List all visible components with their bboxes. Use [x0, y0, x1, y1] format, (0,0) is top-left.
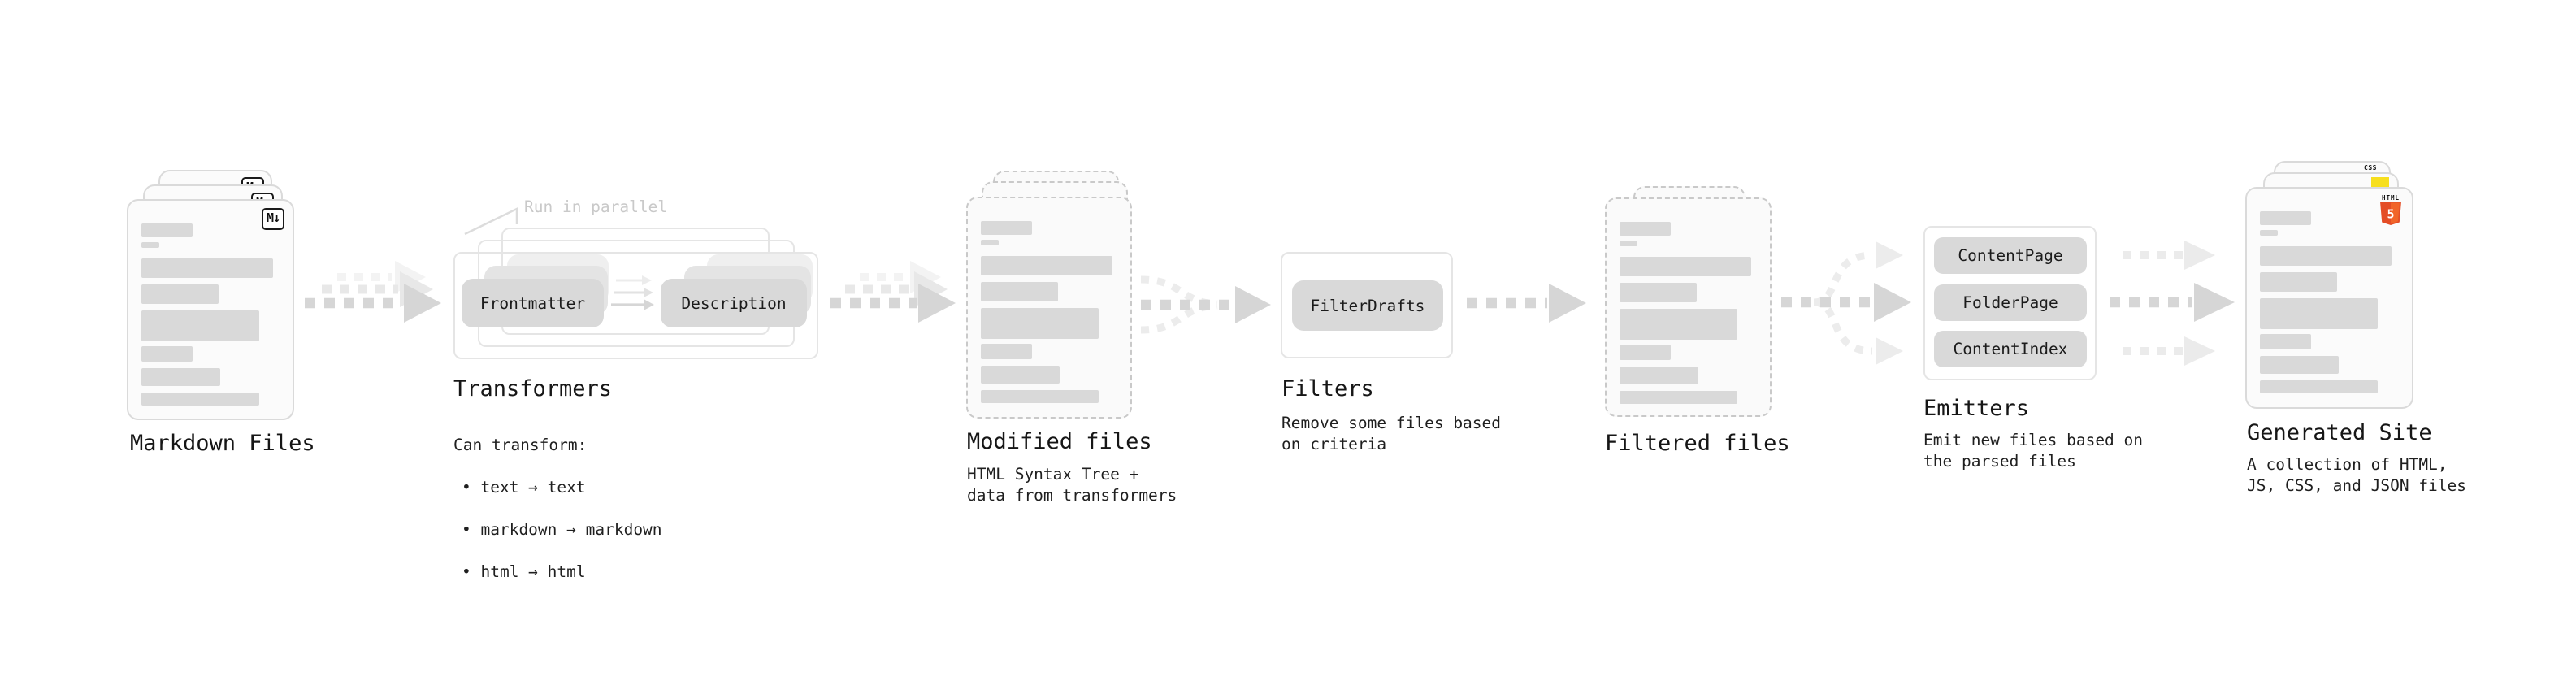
- generated-file-content: [2247, 189, 2412, 407]
- placeholder-bar: [1620, 309, 1737, 340]
- generated-site-description: A collection of HTML, JS, CSS, and JSON …: [2247, 455, 2467, 495]
- modified-to-filters-arrow: [1140, 275, 1271, 334]
- placeholder-bar: [141, 310, 259, 341]
- transformers-description: Can transform: • text → text • markdown …: [453, 414, 662, 604]
- transform-bullet: • markdown → markdown: [462, 520, 662, 539]
- emitters-to-generated-arrow: [2110, 241, 2235, 366]
- markdown-files-label: Markdown Files: [130, 431, 315, 456]
- placeholder-bar: [981, 282, 1058, 301]
- placeholder-bar: [1620, 367, 1698, 384]
- filtered-file-card-front: [1605, 197, 1772, 417]
- placeholder-bar: [2260, 380, 2378, 393]
- placeholder-bar: [981, 256, 1112, 275]
- placeholder-bar: [141, 242, 159, 248]
- emitters-description: Emit new files based on the parsed files: [1923, 431, 2144, 471]
- emitters-label: Emitters: [1923, 396, 2030, 421]
- placeholder-bar: [2260, 298, 2378, 329]
- placeholder-bar: [1620, 241, 1637, 246]
- placeholder-bar: [2260, 246, 2392, 266]
- placeholder-bar: [141, 284, 219, 304]
- placeholder-bar: [2260, 334, 2311, 349]
- run-in-parallel-annotation: Run in parallel: [524, 197, 668, 216]
- placeholder-bar: [981, 308, 1099, 339]
- placeholder-bar: [2260, 272, 2337, 292]
- placeholder-bar: [2260, 230, 2278, 236]
- generated-site-node: CSS HTML 5: [2245, 161, 2413, 409]
- transform-bullet: • text → text: [462, 478, 586, 497]
- placeholder-bar: [1620, 391, 1737, 404]
- modified-files-description: HTML Syntax Tree + data from transformer…: [967, 465, 1177, 505]
- html5-icon: HTML 5: [2379, 194, 2402, 225]
- markdown-to-transformers-arrow: [305, 261, 441, 323]
- filtered-to-emitters-arrow: [1781, 241, 1911, 365]
- generated-file-card-front: HTML 5: [2245, 187, 2413, 409]
- filtered-files-node: [1605, 186, 1772, 417]
- folderpage-pill-label: FolderPage: [1962, 293, 2058, 312]
- placeholder-bar: [2260, 211, 2311, 225]
- folderpage-pill: FolderPage: [1934, 284, 2087, 321]
- placeholder-bar: [1620, 257, 1751, 276]
- filtered-file-content: [1607, 199, 1770, 415]
- transform-bullet: • html → html: [462, 562, 586, 581]
- placeholder-bar: [981, 221, 1032, 235]
- markdown-file-card-front: M↓: [127, 199, 294, 420]
- placeholder-bar: [141, 393, 259, 406]
- modified-files-label: Modified files: [967, 429, 1152, 454]
- transformers-to-modified-arrow: [830, 261, 956, 323]
- html5-icon-shield: 5: [2380, 202, 2401, 225]
- placeholder-bar: [981, 390, 1099, 403]
- svg-text:5: 5: [2387, 207, 2394, 222]
- description-pill: Description: [661, 279, 807, 327]
- filterdrafts-pill: FilterDrafts: [1292, 280, 1443, 331]
- placeholder-bar: [981, 240, 999, 245]
- placeholder-bar: [2260, 356, 2339, 374]
- frontmatter-pill-label: Frontmatter: [479, 293, 586, 313]
- contentindex-pill: ContentIndex: [1934, 331, 2087, 367]
- placeholder-bar: [141, 258, 273, 278]
- placeholder-bar: [141, 346, 193, 362]
- placeholder-bar: [1620, 345, 1671, 360]
- transformers-label: Transformers: [453, 376, 613, 401]
- transformers-subtitle: Can transform:: [453, 436, 588, 454]
- placeholder-bar: [981, 366, 1060, 384]
- filtered-files-label: Filtered files: [1605, 431, 1790, 456]
- modified-file-content: [968, 198, 1130, 417]
- placeholder-bar: [141, 223, 193, 237]
- contentindex-pill-label: ContentIndex: [1953, 340, 2068, 358]
- markdown-file-content: [128, 201, 293, 419]
- placeholder-bar: [141, 368, 220, 386]
- frontmatter-pill: Frontmatter: [462, 279, 604, 327]
- modified-files-node: [966, 171, 1132, 419]
- contentpage-pill: ContentPage: [1934, 237, 2087, 274]
- css-icon-label: CSS: [2364, 164, 2377, 171]
- filterdrafts-pill-label: FilterDrafts: [1310, 296, 1425, 315]
- description-pill-label: Description: [681, 293, 787, 313]
- modified-file-card-front: [966, 197, 1132, 419]
- filters-description: Remove some files based on criteria: [1281, 414, 1502, 453]
- placeholder-bar: [1620, 222, 1671, 236]
- filters-to-filtered-arrow: [1467, 284, 1586, 323]
- js-icon: [2371, 177, 2389, 188]
- markdown-files-node: M↓ M↓ M↓: [127, 170, 294, 420]
- filters-label: Filters: [1281, 376, 1374, 401]
- contentpage-pill-label: ContentPage: [1958, 246, 2063, 265]
- markdown-icon: M↓: [261, 208, 284, 230]
- html5-icon-word: HTML: [2381, 194, 2400, 202]
- transformer-box-front: [453, 252, 818, 359]
- placeholder-bar: [981, 344, 1032, 359]
- generated-site-label: Generated Site: [2247, 420, 2432, 445]
- placeholder-bar: [1620, 283, 1697, 302]
